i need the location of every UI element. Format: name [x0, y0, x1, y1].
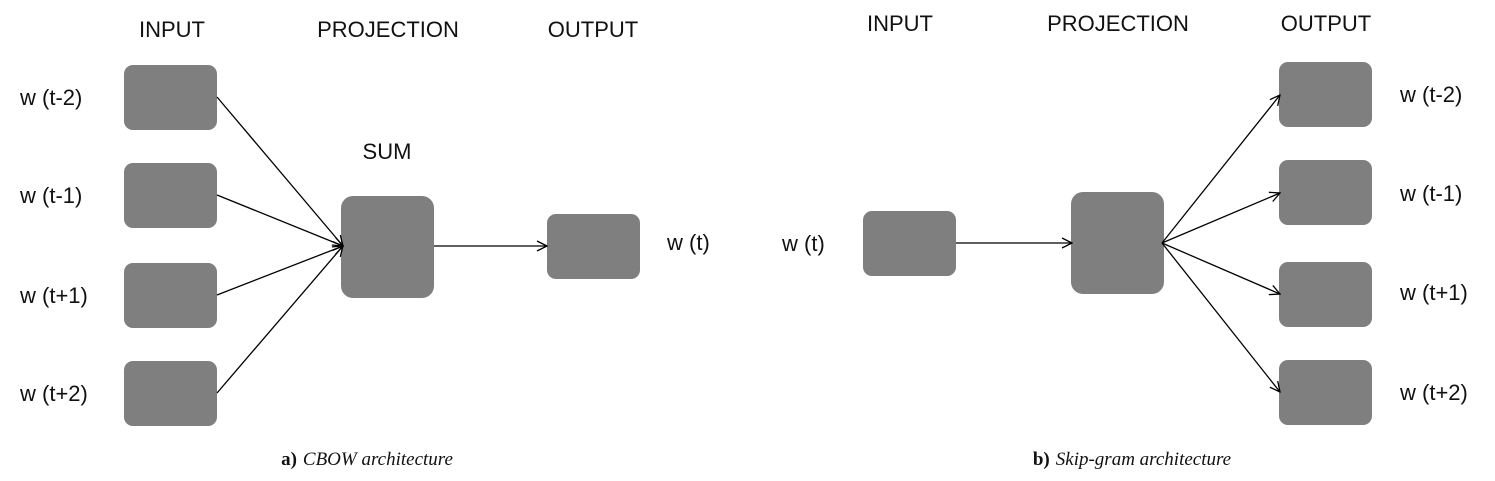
skipgram-projection-node — [1071, 192, 1164, 294]
cbow-input-node — [124, 263, 217, 328]
cbow-sum-label: SUM — [363, 139, 412, 164]
cbow-caption-prefix: a) — [281, 449, 297, 470]
cbow-edge — [216, 96, 343, 246]
skipgram-edge — [1161, 242, 1280, 294]
cbow-edge — [216, 194, 343, 246]
cbow-input-label: w (t-1) — [19, 183, 82, 208]
skipgram-caption-text: Skip-gram architecture — [1056, 449, 1231, 470]
cbow-caption-text: CBOW architecture — [303, 449, 453, 470]
cbow-input-label: w (t+1) — [19, 283, 88, 308]
cbow-input-node — [124, 163, 217, 228]
skipgram-output-label: w (t-1) — [1399, 181, 1462, 206]
cbow-input-label: w (t+2) — [19, 381, 88, 406]
skipgram-input-node — [863, 211, 956, 276]
cbow-projection-node — [341, 196, 434, 298]
skipgram-output-node — [1279, 160, 1372, 225]
skipgram-output-header: OUTPUT — [1281, 11, 1371, 36]
cbow-output-label: w (t) — [666, 230, 710, 255]
cbow-input-node — [124, 65, 217, 130]
cbow-panel: INPUT PROJECTION OUTPUT SUM w (t-2) w (t… — [19, 17, 710, 470]
cbow-output-node — [547, 214, 640, 279]
cbow-input-label: w (t-2) — [19, 85, 82, 110]
skipgram-panel: INPUT PROJECTION OUTPUT w (t) w (t-2) w … — [781, 11, 1468, 470]
cbow-caption: a) CBOW architecture — [281, 449, 453, 470]
cbow-input-header: INPUT — [139, 17, 205, 42]
skipgram-edge — [1161, 242, 1280, 392]
skipgram-caption-prefix: b) — [1033, 449, 1050, 470]
cbow-edge — [216, 246, 343, 394]
skipgram-output-label: w (t+2) — [1399, 380, 1468, 405]
cbow-output-header: OUTPUT — [548, 17, 638, 42]
skipgram-input-label: w (t) — [781, 231, 825, 256]
skipgram-edge — [1161, 193, 1280, 244]
cbow-edge — [216, 246, 343, 296]
skipgram-output-node — [1279, 262, 1372, 327]
skipgram-input-header: INPUT — [867, 11, 933, 36]
skipgram-edge — [1161, 95, 1280, 244]
cbow-input-node — [124, 361, 217, 426]
cbow-projection-header: PROJECTION — [317, 17, 459, 42]
skipgram-projection-header: PROJECTION — [1047, 11, 1189, 36]
skipgram-caption: b) Skip-gram architecture — [1033, 449, 1231, 470]
skipgram-output-label: w (t-2) — [1399, 82, 1462, 107]
skipgram-output-node — [1279, 62, 1372, 127]
skipgram-output-label: w (t+1) — [1399, 280, 1468, 305]
skipgram-output-node — [1279, 360, 1372, 425]
